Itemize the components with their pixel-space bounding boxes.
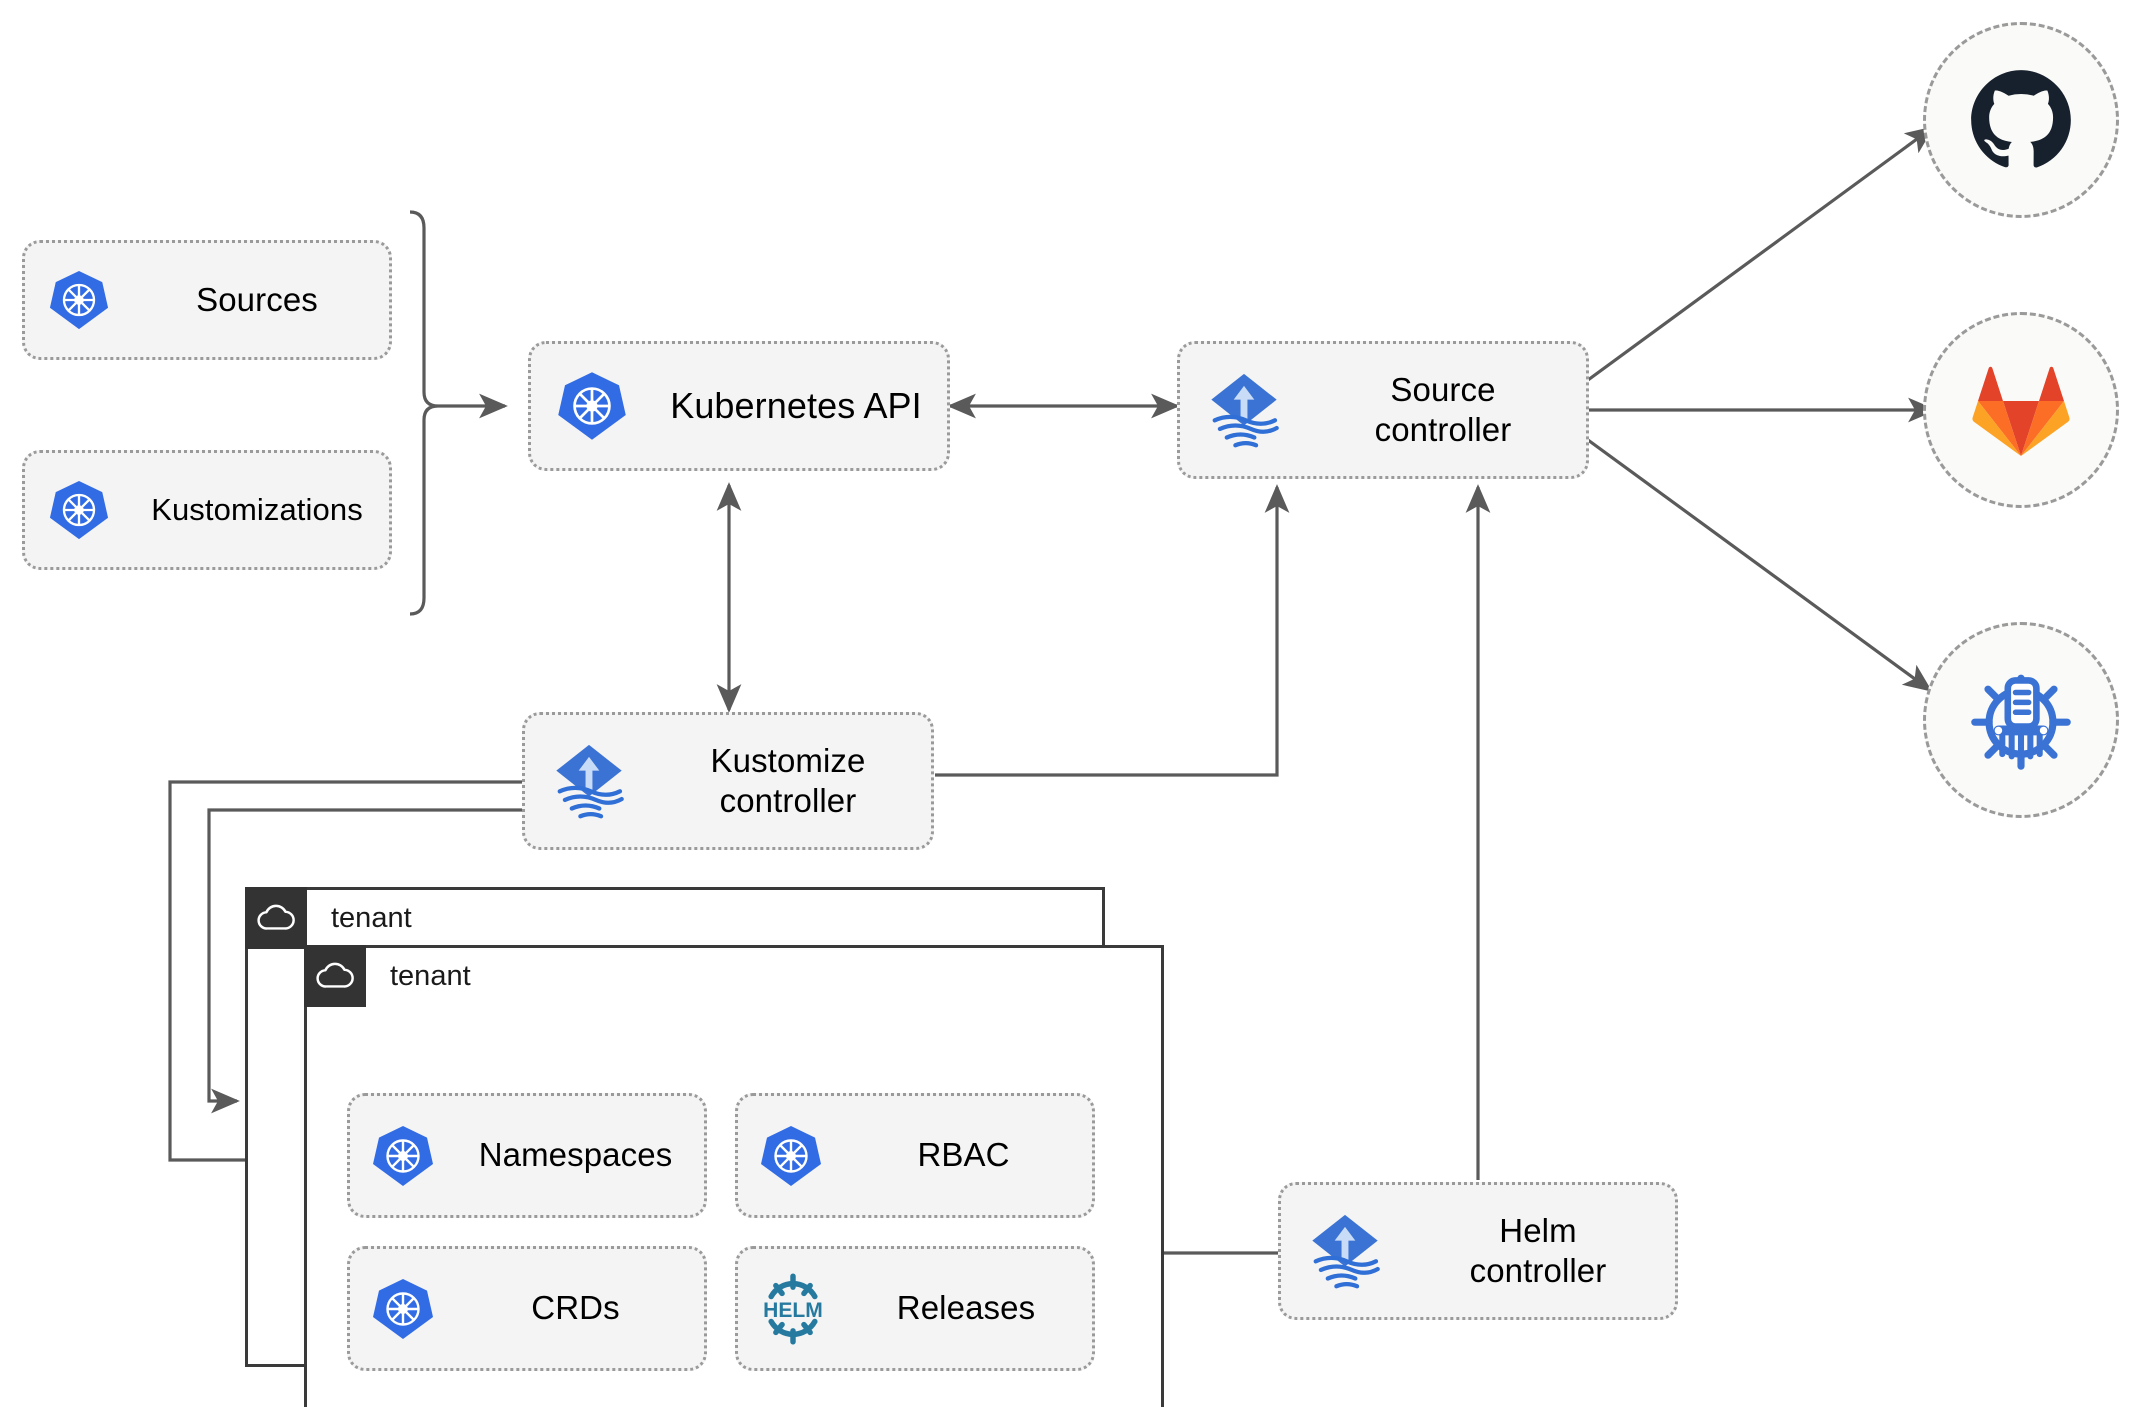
- helm-wordmark: HELM: [763, 1298, 823, 1321]
- endpoint-helm-repository[interactable]: [1923, 622, 2119, 818]
- cloud-icon: [245, 887, 307, 949]
- kubernetes-icon: [25, 479, 133, 541]
- card-label: Helm controller: [1469, 1211, 1607, 1289]
- card-crds[interactable]: CRDs: [347, 1246, 707, 1371]
- tenant-label: tenant: [390, 959, 471, 992]
- helm-icon: HELM: [738, 1270, 848, 1348]
- flux-icon: [1180, 367, 1308, 453]
- helm-bucket-icon: [1966, 665, 2076, 775]
- card-label: Sources: [196, 280, 318, 318]
- kubernetes-icon: [738, 1124, 843, 1188]
- card-namespaces[interactable]: Namespaces: [347, 1093, 707, 1218]
- flux-icon: [525, 738, 653, 824]
- card-label: Releases: [896, 1289, 1036, 1327]
- cloud-icon: [304, 945, 366, 1007]
- flux-icon: [1281, 1208, 1409, 1294]
- endpoint-github[interactable]: [1923, 22, 2119, 218]
- card-label: CRDs: [531, 1289, 620, 1327]
- card-label: Kustomize controller: [710, 741, 866, 819]
- card-kustomize-controller[interactable]: Kustomize controller: [522, 712, 934, 850]
- endpoint-gitlab[interactable]: [1923, 312, 2119, 508]
- gitlab-icon: [1971, 362, 2071, 458]
- wire-sourcectrl-github: [1587, 126, 1935, 382]
- card-label: Namespaces: [478, 1136, 673, 1174]
- card-label: Kubernetes API: [670, 385, 922, 427]
- wire-sourcectrl-helmrepo: [1587, 438, 1933, 692]
- tenant-label: tenant: [331, 901, 412, 934]
- tenant-header: tenant: [304, 945, 471, 1007]
- tenant-panel-2[interactable]: tenant Namespaces: [304, 945, 1164, 1407]
- wire-kustomizectrl-sourcectrl: [935, 484, 1290, 777]
- card-releases[interactable]: HELM Releases: [735, 1246, 1095, 1371]
- card-kubernetes-api[interactable]: Kubernetes API: [528, 341, 950, 471]
- card-label: Source controller: [1374, 370, 1512, 448]
- card-rbac[interactable]: RBAC: [735, 1093, 1095, 1218]
- tenant-header: tenant: [245, 887, 412, 949]
- github-icon: [1969, 68, 2073, 172]
- card-source-controller[interactable]: Source controller: [1177, 341, 1589, 479]
- card-kustomizations[interactable]: Kustomizations: [22, 450, 392, 570]
- kubernetes-icon: [25, 269, 133, 331]
- card-label: Kustomizations: [151, 492, 363, 528]
- card-label: RBAC: [917, 1136, 1010, 1174]
- card-helm-controller[interactable]: Helm controller: [1278, 1182, 1678, 1320]
- card-sources[interactable]: Sources: [22, 240, 392, 360]
- brace-connector: [409, 210, 439, 616]
- kubernetes-icon: [350, 1124, 455, 1188]
- kubernetes-icon: [531, 370, 653, 442]
- kubernetes-icon: [350, 1277, 455, 1341]
